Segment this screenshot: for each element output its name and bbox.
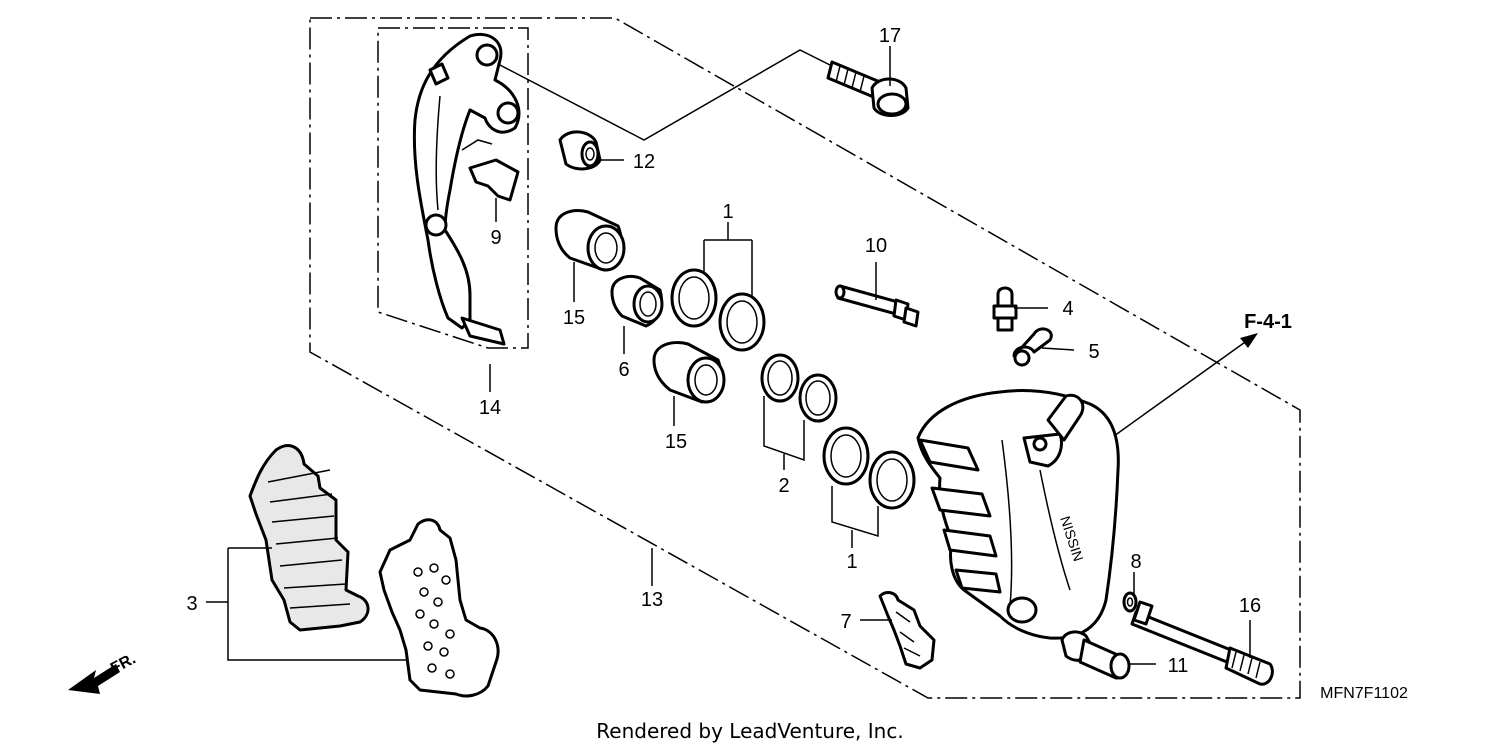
pin-bolt — [1060, 630, 1131, 680]
collar-upper — [554, 209, 626, 272]
assembly-13-outline — [309, 17, 1301, 699]
callout-15-lower: 15 — [665, 431, 687, 453]
callout-16: 16 — [1239, 595, 1261, 617]
callout-15-upper: 15 — [563, 307, 585, 329]
callout-11: 11 — [1168, 655, 1189, 677]
footer-credit: Rendered by LeadVenture, Inc. — [596, 719, 903, 743]
caliper-bracket — [412, 33, 521, 346]
callout-17: 17 — [879, 25, 901, 47]
callout-5: 5 — [1088, 341, 1099, 363]
callout-10: 10 — [865, 235, 887, 257]
callout-13: 13 — [641, 589, 663, 611]
pad-retainer — [878, 591, 936, 670]
callout-7: 7 — [840, 611, 851, 633]
callout-14: 14 — [479, 397, 501, 419]
collar-small — [610, 275, 664, 328]
callout-3: 3 — [186, 593, 197, 615]
pad-pin — [834, 284, 920, 328]
bleeder-cap — [1012, 327, 1053, 367]
caliper-body — [916, 389, 1120, 640]
sealing-washer — [1122, 591, 1138, 613]
pad-backing-holes — [413, 563, 455, 679]
callout-2: 2 — [778, 475, 789, 497]
leader-lines — [206, 46, 1258, 665]
rubber-boot — [558, 130, 602, 171]
reference-f-4-1: F-4-1 — [1244, 311, 1292, 333]
diagram-code: MFN7F1102 — [1320, 685, 1408, 702]
callout-12: 12 — [633, 151, 655, 173]
callout-6: 6 — [618, 359, 629, 381]
bleeder-screw — [992, 286, 1018, 332]
pad-spring — [461, 139, 520, 202]
dust-seals — [760, 353, 838, 423]
collar-lower — [652, 341, 726, 404]
pin-bolt-long — [1130, 600, 1274, 686]
callout-9: 9 — [490, 227, 501, 249]
brake-pad-front — [378, 518, 500, 698]
callout-1-upper: 1 — [722, 201, 733, 223]
assembly-14-outline — [377, 27, 529, 349]
callout-4: 4 — [1062, 298, 1073, 320]
piston-seals-upper — [670, 268, 766, 352]
brake-pad-rear — [248, 444, 370, 632]
front-direction-arrow: FR. — [68, 650, 139, 694]
flange-bolt — [826, 60, 910, 117]
piston-seals-lower — [822, 426, 916, 510]
callout-1-lower: 1 — [846, 551, 857, 573]
callout-8: 8 — [1130, 551, 1141, 573]
